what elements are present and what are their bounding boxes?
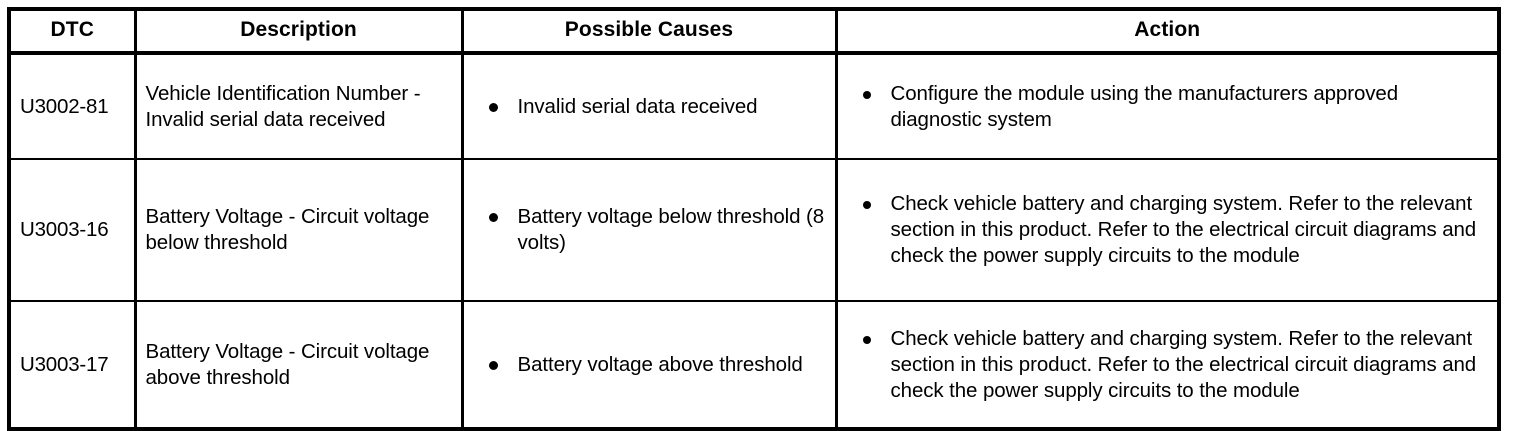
list-item: Check vehicle battery and charging syste… [860, 326, 1488, 404]
action-list: Check vehicle battery and charging syste… [860, 326, 1488, 404]
cell-possible-causes: Battery voltage below threshold (8 volts… [462, 159, 838, 302]
bullet-dot-icon [488, 213, 498, 222]
cell-dtc-code: U3002-81 [9, 53, 137, 160]
possible-cause-text: Battery voltage above threshold [517, 352, 803, 376]
cell-possible-causes: Invalid serial data received [462, 53, 838, 160]
table-body: U3002-81 Vehicle Identification Number -… [9, 53, 1499, 429]
cell-description: Battery Voltage - Circuit voltage above … [135, 301, 464, 429]
cell-description: Battery Voltage - Circuit voltage below … [135, 159, 464, 302]
action-text: Configure the module using the manufactu… [890, 81, 1399, 131]
possible-causes-list: Battery voltage below threshold (8 volts… [486, 204, 827, 256]
cell-description: Vehicle Identification Number - Invalid … [135, 53, 464, 160]
possible-cause-text: Battery voltage below threshold (8 volts… [517, 205, 825, 254]
bullet-dot-icon [488, 360, 498, 370]
dtc-code-text: U3003-17 [20, 352, 109, 376]
possible-cause-text: Invalid serial data received [517, 94, 758, 118]
bullet-dot-icon [862, 335, 871, 344]
action-list: Check vehicle battery and charging syste… [860, 191, 1488, 269]
bullet-dot-icon [862, 201, 871, 209]
list-item: Invalid serial data received [486, 94, 827, 120]
list-item: Check vehicle battery and charging syste… [860, 191, 1488, 269]
table-row: U3003-16 Battery Voltage - Circuit volta… [9, 159, 1499, 302]
possible-causes-list: Battery voltage above threshold [486, 352, 827, 378]
list-item: Configure the module using the manufactu… [860, 81, 1488, 133]
description-text: Battery Voltage - Circuit voltage below … [145, 205, 430, 254]
dtc-diagnostics-table: DTC Description Possible Causes Action U… [7, 7, 1501, 431]
cell-action: Configure the module using the manufactu… [836, 53, 1499, 160]
action-list: Configure the module using the manufactu… [860, 81, 1488, 133]
cell-dtc-code: U3003-16 [9, 159, 137, 302]
description-text: Battery Voltage - Circuit voltage above … [145, 339, 430, 389]
possible-causes-list: Invalid serial data received [486, 94, 827, 120]
description-text: Vehicle Identification Number - Invalid … [145, 81, 421, 131]
action-text: Check vehicle battery and charging syste… [890, 192, 1477, 267]
column-header-dtc: DTC [9, 9, 137, 55]
cell-action: Check vehicle battery and charging syste… [836, 159, 1499, 302]
bullet-dot-icon [488, 102, 498, 112]
cell-action: Check vehicle battery and charging syste… [836, 301, 1499, 429]
list-item: Battery voltage above threshold [486, 352, 827, 378]
table-row: U3003-17 Battery Voltage - Circuit volta… [9, 301, 1499, 429]
action-text: Check vehicle battery and charging syste… [890, 326, 1477, 402]
dtc-code-text: U3002-81 [20, 94, 109, 118]
list-item: Battery voltage below threshold (8 volts… [486, 204, 827, 256]
column-header-possible-causes: Possible Causes [462, 9, 838, 55]
table-header-row: DTC Description Possible Causes Action [9, 9, 1499, 55]
bullet-dot-icon [862, 90, 871, 99]
table-header: DTC Description Possible Causes Action [9, 9, 1499, 55]
table-row: U3002-81 Vehicle Identification Number -… [9, 53, 1499, 160]
column-header-description: Description [135, 9, 464, 55]
column-header-action: Action [836, 9, 1499, 55]
cell-dtc-code: U3003-17 [9, 301, 137, 429]
document-page: DTC Description Possible Causes Action U… [7, 7, 1501, 431]
cell-possible-causes: Battery voltage above threshold [462, 301, 838, 429]
dtc-code-text: U3003-16 [20, 218, 109, 241]
